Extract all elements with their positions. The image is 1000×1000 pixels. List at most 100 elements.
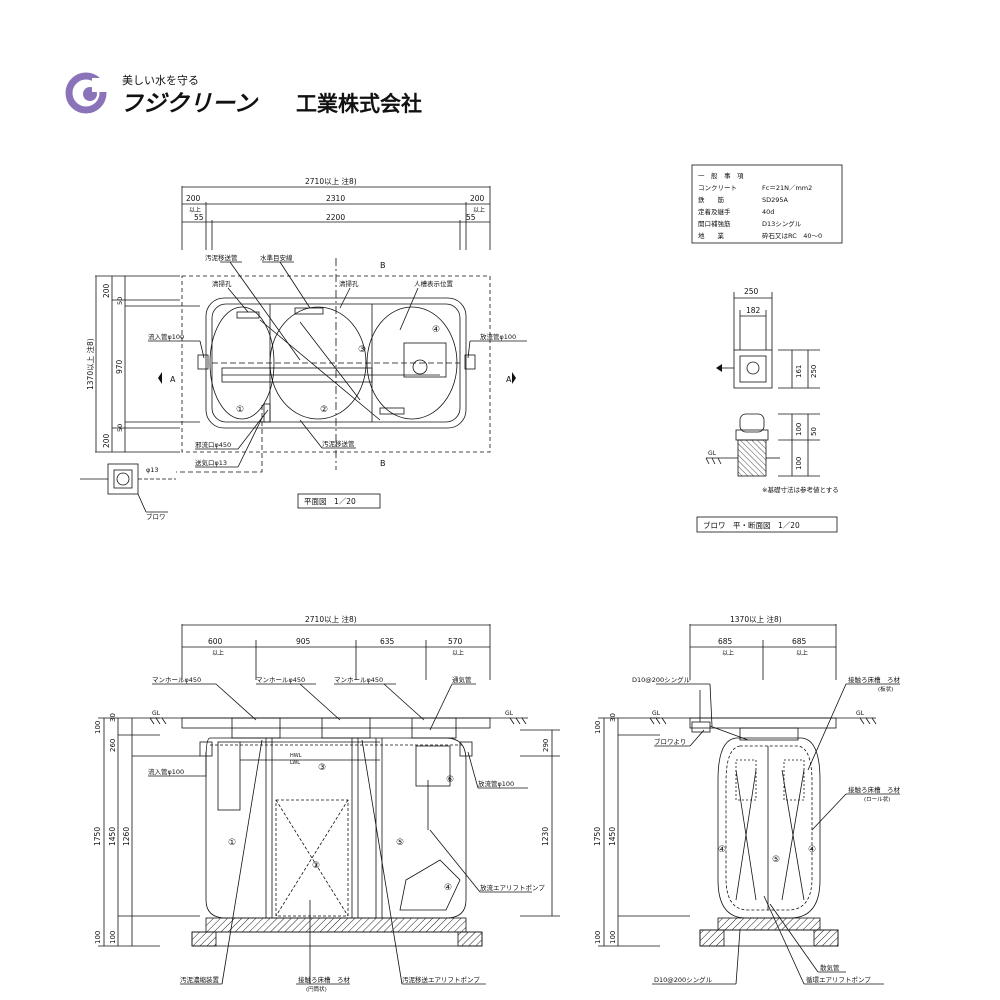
brand-name-kanji: 工業株式会社 <box>296 92 422 116</box>
long-dim-left-mid: 1450 <box>108 827 117 846</box>
blower-dim-outer: 250 <box>744 287 759 296</box>
plan-label-blower: ブロワ <box>146 512 166 521</box>
long-gl-right: GL <box>505 710 514 717</box>
short-label-airlift: 循環エアリフトポンプ <box>806 975 871 984</box>
plan-dim-inner-right: 55 <box>466 213 476 222</box>
notes-row: 開口補強筋 D13シングル <box>698 219 802 228</box>
long-label-inflow: 流入管φ100 <box>148 767 184 776</box>
long-dim-d2: 905 <box>296 637 311 646</box>
long-dim-d3: 635 <box>380 637 395 646</box>
section-long: 2710以上 注8) 600 以上 905 635 570 以上 100 30 … <box>93 614 560 993</box>
plan-dim-middle: 2310 <box>326 194 345 203</box>
short-dim-left-bottom-b: 100 <box>609 931 617 944</box>
long-label-outflow: 放流管φ100 <box>478 779 514 788</box>
long-gl-left: GL <box>152 710 161 717</box>
plan-label-sludge-return: 汚泥移送管 <box>322 439 355 448</box>
notes-row: 地 業 砕石又はRC 40～0 <box>698 231 822 240</box>
short-dim-left-mid: 1450 <box>608 827 617 846</box>
long-label-manhole-2: マンホールφ450 <box>256 676 305 684</box>
plan-section-b-bottom: B <box>380 459 386 468</box>
blower-dim-h1: 100 <box>795 423 803 436</box>
notes-key: 地 業 <box>698 231 725 240</box>
plan-dim-right-margin: 200 <box>470 194 485 203</box>
short-chamber-4-left: ④ <box>718 845 726 855</box>
notes-key: コンクリート <box>698 184 737 192</box>
blower-dim-inner: 182 <box>746 306 761 315</box>
long-chamber-6: ⑥ <box>446 775 454 785</box>
long-dim-overall: 2710以上 注8) <box>305 614 357 624</box>
long-dim-left-top-b: 260 <box>109 739 117 752</box>
notes-row: 鉄 筋 SD295A <box>698 195 789 204</box>
plan-label-outflow: 放流管φ100 <box>480 332 516 341</box>
long-dim-d1-sub: 以上 <box>212 649 224 657</box>
notes-value: SD295A <box>762 196 789 204</box>
logo-mark-icon <box>65 72 107 114</box>
short-dim-left-total: 1750 <box>593 827 602 846</box>
long-label-media-sub: (円筒状) <box>306 985 327 993</box>
long-dim-left-total: 1750 <box>93 827 102 846</box>
plan-label-baffle: 邪流口φ450 <box>195 440 231 449</box>
notes-table: 一 般 事 項 コンクリート Fc＝21N／mm2 鉄 筋 SD295A 定着及… <box>691 164 843 244</box>
short-dim-left-bottom: 100 <box>594 931 602 944</box>
plan-section-b-top: B <box>380 261 386 270</box>
short-dim-d2-sub: 以上 <box>796 649 808 657</box>
long-dim-d4-sub: 以上 <box>452 649 464 657</box>
blower-dim-side-b: 250 <box>810 365 818 378</box>
short-chamber-5: ⑤ <box>772 855 780 865</box>
long-label-sludge-device: 汚泥濃縮装置 <box>180 975 220 984</box>
long-hwl: HWL <box>290 753 302 759</box>
notes-value: 40d <box>762 208 774 216</box>
short-chamber-4-right: ④ <box>808 845 816 855</box>
short-gl-right: GL <box>856 710 865 717</box>
long-chamber-3: ③ <box>318 763 326 773</box>
short-label-media-2: 接触ろ床槽 ろ材 <box>848 785 901 794</box>
short-dim-d1-sub: 以上 <box>722 649 734 657</box>
plan-dim-top: 200 <box>102 283 111 298</box>
blower-gl: GL <box>708 450 717 457</box>
long-dim-left-top: 100 <box>94 721 102 734</box>
plan-chamber-2: ② <box>320 405 328 415</box>
long-dim-left-bottom: 100 <box>94 931 102 944</box>
plan-label-inflow: 流入管φ100 <box>148 332 184 341</box>
plan-dim-inner-left: 55 <box>194 213 204 222</box>
short-label-rebar-bottom: D10@200シングル <box>654 975 713 984</box>
plan-section-a-left: A <box>170 375 176 384</box>
short-dim-d2: 685 <box>792 637 807 646</box>
blower-note: ※基礎寸法は参考値とする <box>762 485 839 494</box>
short-label-diffuser: 散気管 <box>820 963 840 972</box>
long-chamber-5: ⑤ <box>396 838 404 848</box>
plan-dim-left-margin: 200 <box>186 194 201 203</box>
plan-dim-height-overall: 1370以上 注8) <box>85 338 95 390</box>
long-chamber-1: ① <box>228 838 236 848</box>
plan-label-water-level: 水準目安線 <box>260 253 293 262</box>
notes-row: 定着及継手 40d <box>698 207 774 216</box>
plan-dim-overall: 2710以上 注8) <box>305 176 357 186</box>
plan-dim-right-margin-sub: 以上 <box>473 206 485 214</box>
plan-dim-bottom-small: 50 <box>116 424 124 432</box>
company-logo: 美しい水を守る フジクリーン 工業株式会社 <box>65 72 422 117</box>
short-label-rebar-top: D10@200シングル <box>632 675 691 684</box>
plan-chamber-3: ③ <box>358 345 366 355</box>
short-label-media-2-sub: (ロール状) <box>864 795 890 803</box>
short-dim-overall: 1370以上 注8) <box>730 614 782 624</box>
short-dim-left-top: 100 <box>594 721 602 734</box>
long-label-manhole-3: マンホールφ450 <box>334 676 383 684</box>
blower-title: ブロワ 平・断面図 1／20 <box>703 520 800 530</box>
long-dim-d1: 600 <box>208 637 223 646</box>
plan-dim-mid: 970 <box>115 359 124 374</box>
blower-dim-h2: 50 <box>810 427 818 436</box>
notes-value: Fc＝21N／mm2 <box>762 184 812 192</box>
plan-dim-bottom: 200 <box>102 433 111 448</box>
plan-label-manhole-indicator: 人槽表示位置 <box>414 279 454 288</box>
notes-header: 一 般 事 項 <box>698 171 744 180</box>
long-lwl: LWL <box>290 760 300 766</box>
blower-dim-h3: 100 <box>795 457 803 470</box>
plan-dim-left-margin-sub: 以上 <box>189 206 201 214</box>
long-dim-right-top: 290 <box>542 739 550 752</box>
notes-value: D13シングル <box>762 219 802 228</box>
notes-key: 鉄 筋 <box>698 195 725 204</box>
plan-section-a-right: A <box>506 375 512 384</box>
long-dim-d4: 570 <box>448 637 463 646</box>
notes-key: 定着及継手 <box>698 207 731 216</box>
